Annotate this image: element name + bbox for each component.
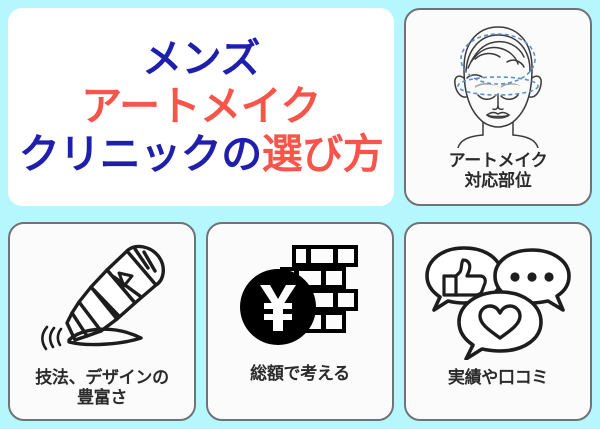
card-label-technique-design-line1: 技法、デザインの [35, 367, 169, 387]
title-line-1: メンズ [142, 38, 260, 81]
title-line-3-text-a: クリニックの [18, 130, 263, 177]
card-label-technique-design: 技法、デザインの 豊富さ [10, 368, 194, 419]
card-label-total-price-line1: 総額で考える [250, 364, 350, 384]
title-line-1-text: メンズ [142, 37, 260, 82]
card-label-artmake-areas: アートメイク 対応部位 [406, 151, 590, 204]
face-artmake-areas-icon [454, 26, 542, 149]
speech-bubbles-thumbsup-heart-icon-wrap [406, 224, 590, 368]
card-reviews[interactable]: 実績や口コミ [404, 222, 592, 421]
title-line-3: クリニックの選び方 [18, 130, 384, 177]
card-label-artmake-areas-line2: 対応部位 [464, 171, 532, 191]
card-label-reviews: 実績や口コミ [406, 368, 590, 419]
card-label-artmake-areas-line1: アートメイク [448, 150, 548, 170]
title-card: メンズ アートメイク クリニックの選び方 [8, 8, 394, 206]
card-artmake-areas[interactable]: アートメイク 対応部位 [404, 8, 592, 206]
microblading-pen-icon-wrap [10, 224, 194, 368]
card-total-price[interactable]: 総額で考える [206, 222, 394, 421]
yen-coin-money-stack-icon-wrap [208, 224, 392, 364]
microblading-pen-icon [41, 244, 165, 351]
title-line-2-text: アートメイク [81, 83, 321, 130]
face-artmake-areas-icon-wrap [406, 10, 590, 151]
card-technique-design[interactable]: 技法、デザインの 豊富さ [8, 222, 196, 421]
title-line-3-text-b: 選び方 [261, 130, 384, 177]
title-line-2: アートメイク [81, 84, 321, 128]
yen-coin-money-stack-icon [240, 245, 358, 346]
card-label-technique-design-line2: 豊富さ [76, 388, 128, 408]
speech-bubbles-thumbsup-heart-icon [425, 246, 571, 361]
card-label-reviews-line1: 実績や口コミ [447, 368, 549, 388]
card-label-total-price: 総額で考える [208, 364, 392, 419]
